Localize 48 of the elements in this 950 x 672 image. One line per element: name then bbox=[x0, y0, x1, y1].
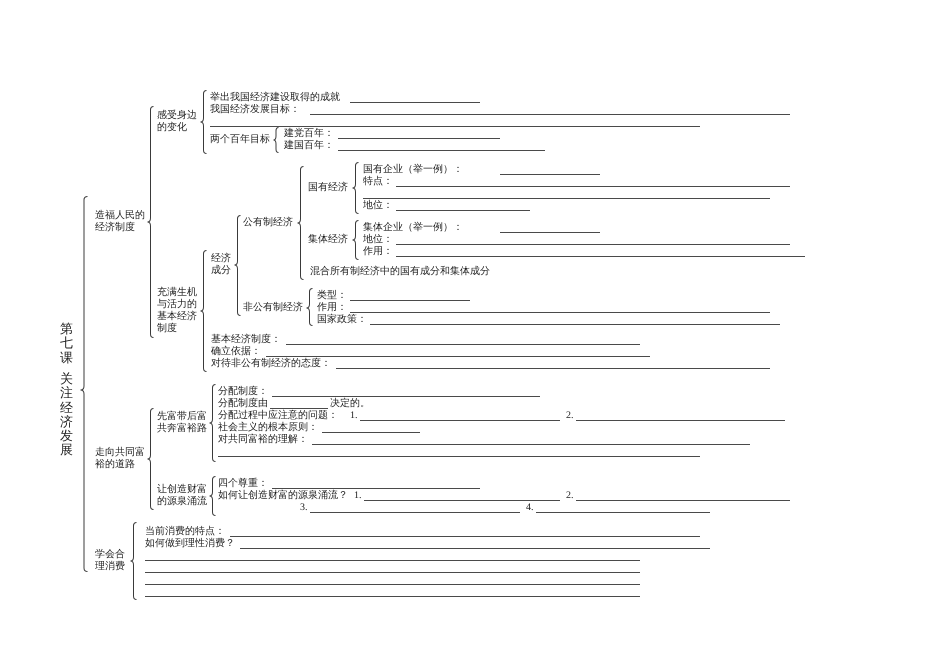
topic-label: 国有经济 bbox=[308, 182, 348, 194]
prompt-text: 如何做到理性消费？ bbox=[145, 538, 235, 550]
lesson-title: 关注经济发展 bbox=[60, 372, 73, 458]
prompt-text: 分配过程中应注意的问题： bbox=[218, 410, 338, 422]
prompt-text: 地位： bbox=[363, 200, 393, 212]
prompt-text: 当前消费的特点： bbox=[145, 526, 225, 538]
topic-label: 走向共同富裕的道路 bbox=[95, 447, 146, 471]
topic-label: 学会合理消费 bbox=[95, 549, 126, 573]
prompt-text: 国家政策： bbox=[317, 314, 367, 326]
topic-label: 造福人民的经济制度 bbox=[95, 210, 146, 234]
prompt-text: 基本经济制度： bbox=[211, 334, 281, 346]
item-number: 1. bbox=[354, 490, 362, 502]
prompt-text: 如何让创造财富的源泉涌流？ bbox=[218, 490, 348, 502]
topic-label: 混合所有制经济中的国有成分和集体成分 bbox=[310, 266, 490, 278]
prompt-text: 社会主义的根本原则： bbox=[218, 422, 318, 434]
prompt-text: 对共同富裕的理解： bbox=[218, 434, 308, 446]
prompt-text: 分配制度由 bbox=[218, 398, 268, 410]
prompt-text: 分配制度： bbox=[218, 386, 268, 398]
prompt-text: 类型： bbox=[317, 290, 347, 302]
prompt-text: 国有企业（举一例）： bbox=[363, 164, 463, 176]
item-number: 2. bbox=[566, 490, 574, 502]
item-number: 3. bbox=[300, 502, 308, 514]
prompt-text: 作用： bbox=[363, 246, 393, 258]
item-number: 4. bbox=[526, 502, 534, 514]
topic-label: 集体经济 bbox=[308, 234, 348, 246]
prompt-text: 建党百年： bbox=[284, 128, 334, 140]
topic-label: 公有制经济 bbox=[243, 217, 293, 229]
prompt-text: 四个尊重： bbox=[218, 478, 268, 490]
topic-label: 充满生机与活力的基本经济制度 bbox=[157, 287, 198, 335]
topic-label: 非公有制经济 bbox=[243, 302, 303, 314]
prompt-text: 建国百年： bbox=[284, 140, 334, 152]
topic-label: 两个百年目标 bbox=[210, 134, 270, 146]
prompt-text: 集体企业（举一例）： bbox=[363, 222, 463, 234]
prompt-text: 举出我国经济建设取得的成就 bbox=[210, 92, 340, 104]
topic-label: 先富带后富共奔富裕路 bbox=[157, 411, 208, 435]
item-number: 1. bbox=[350, 410, 358, 422]
prompt-text: 确立依据： bbox=[211, 346, 261, 358]
prompt-text: 我国经济发展目标： bbox=[210, 104, 300, 116]
lesson-number: 第七课 bbox=[60, 322, 73, 365]
item-number: 2. bbox=[566, 410, 574, 422]
prompt-text: 对待非公有制经济的态度： bbox=[211, 358, 331, 370]
prompt-text: 作用： bbox=[317, 302, 347, 314]
prompt-text: 特点： bbox=[363, 176, 393, 188]
topic-label: 感受身边的变化 bbox=[157, 110, 198, 134]
prompt-text: 决定的。 bbox=[330, 398, 370, 410]
prompt-text: 地位： bbox=[363, 234, 393, 246]
topic-label: 经济成分 bbox=[211, 253, 232, 277]
topic-label: 让创造财富的源泉涌流 bbox=[157, 484, 208, 508]
